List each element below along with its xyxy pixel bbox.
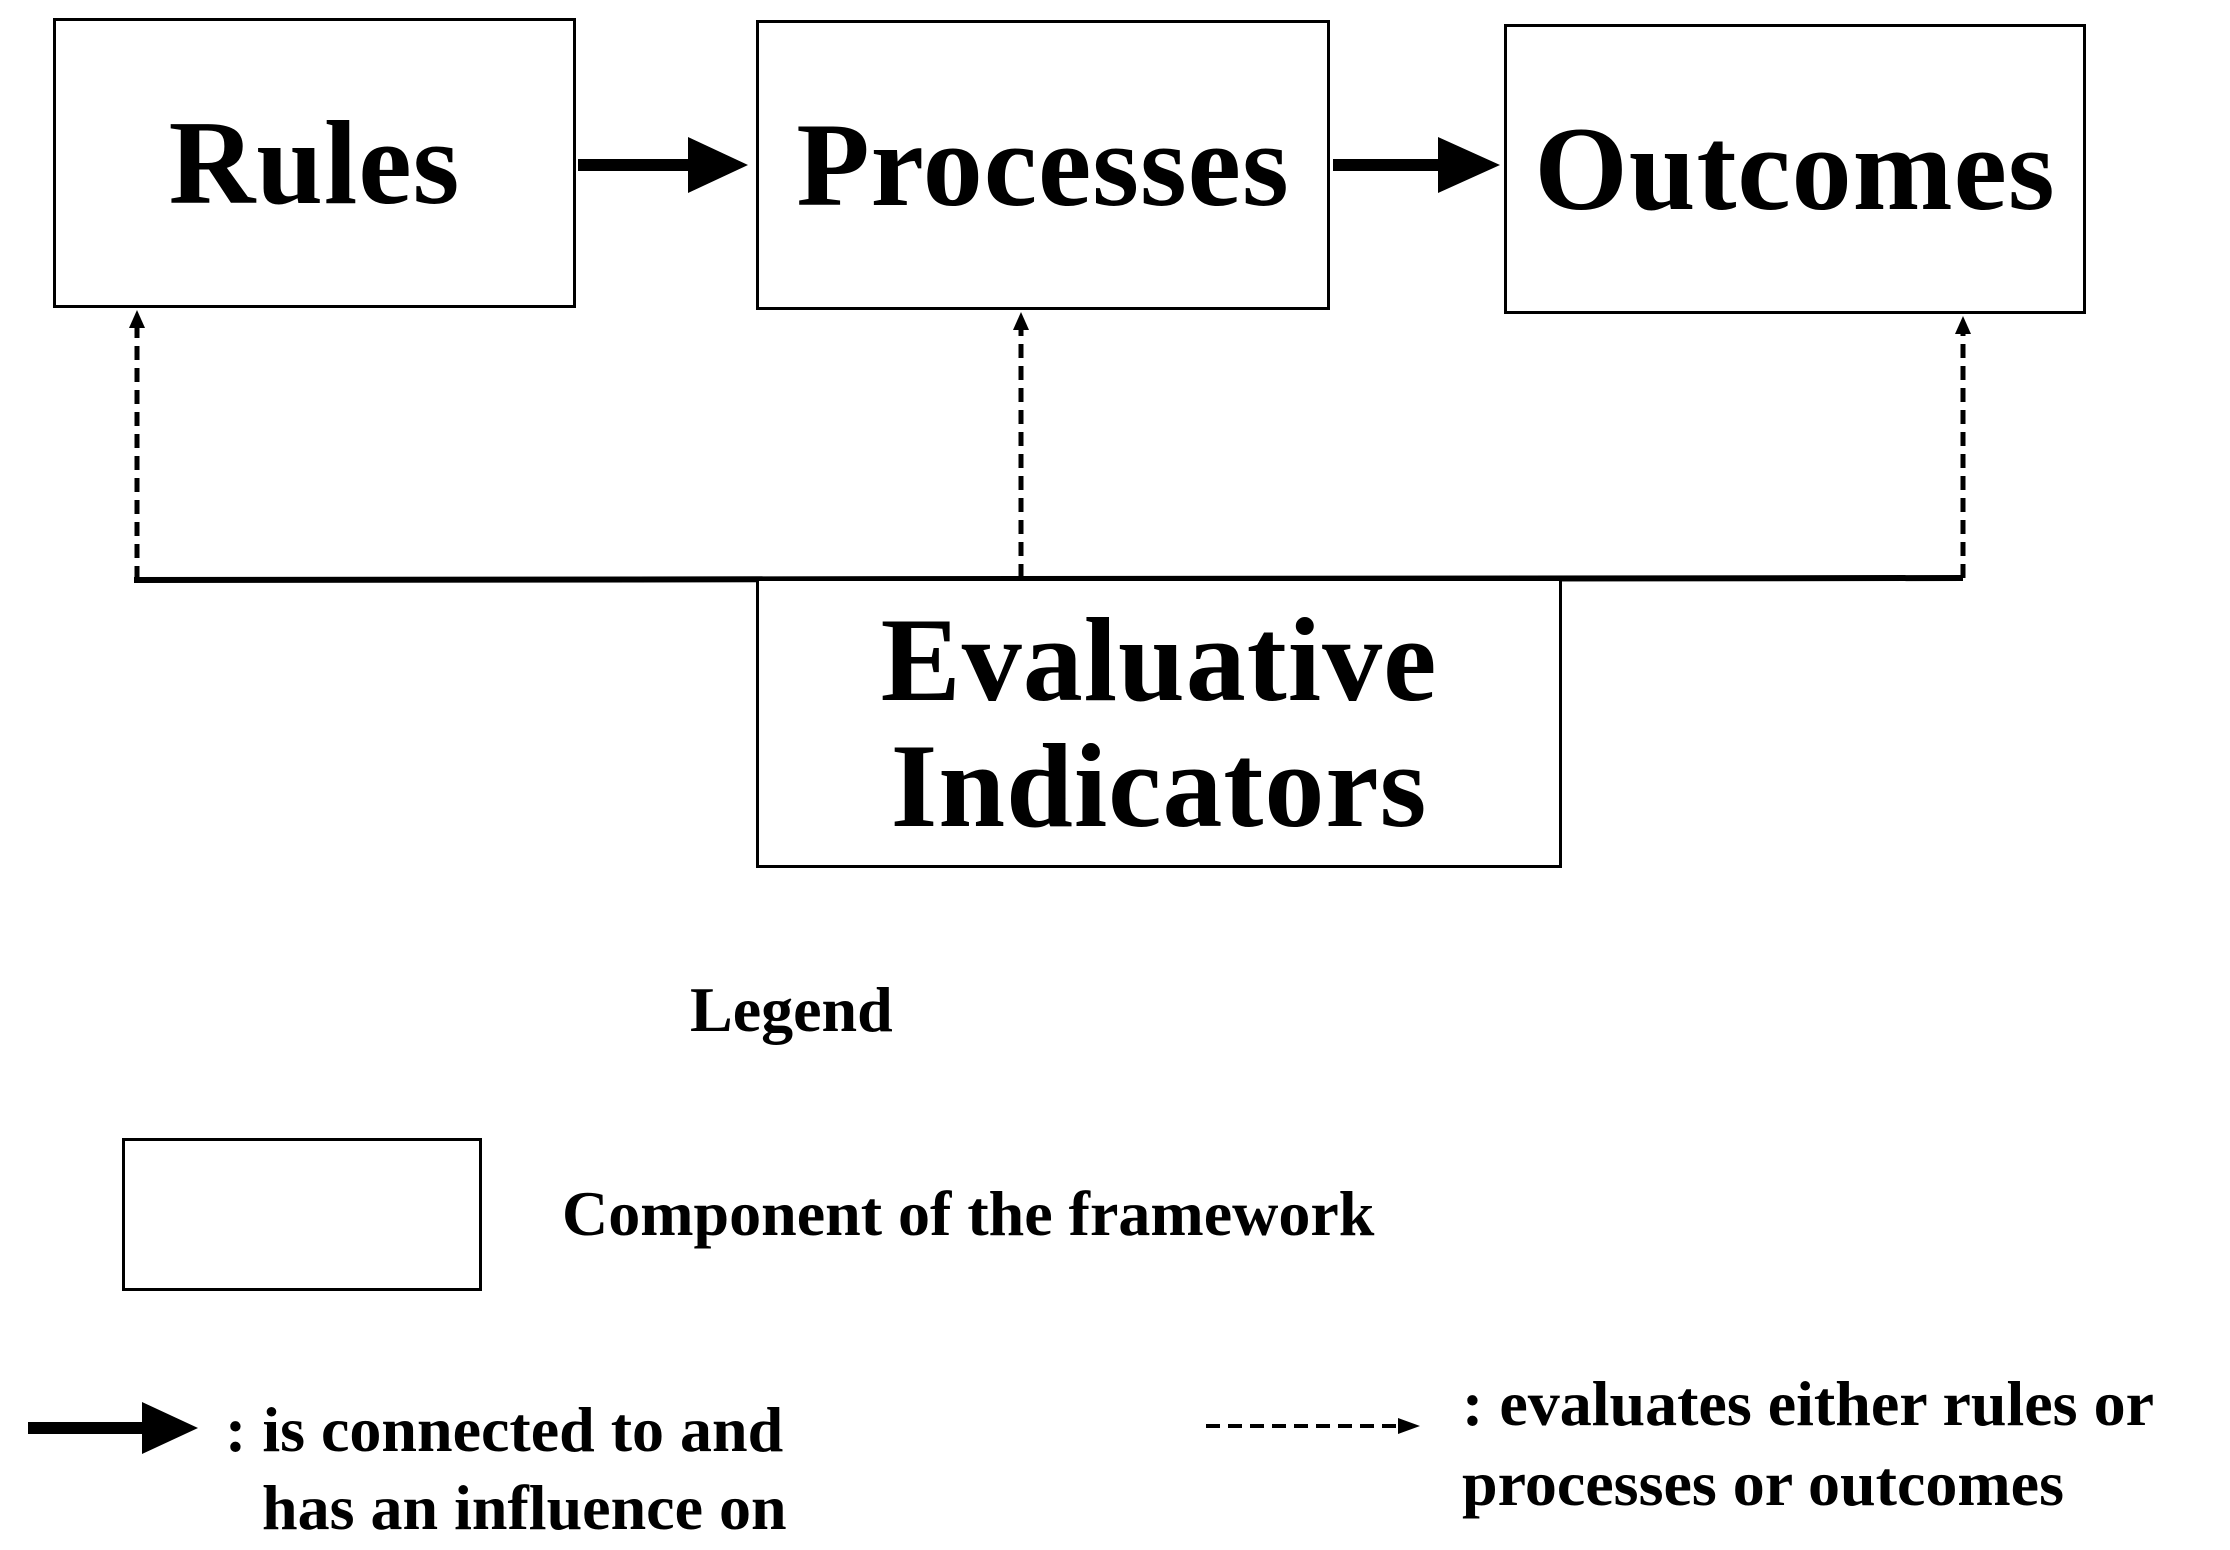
arrow-rules-to-processes [578, 137, 748, 193]
dashed-arrow-to-processes [1013, 312, 1029, 578]
legend-solid-arrow [28, 1402, 198, 1454]
node-evaluative-label-line1: Evaluative [880, 593, 1438, 726]
legend-component-label: Component of the framework [562, 1178, 1375, 1249]
node-evaluative-indicators: Evaluative Indicators [756, 578, 1562, 868]
legend-dashed-label-line2: processes or outcomes [1462, 1448, 2064, 1519]
node-rules: Rules [53, 18, 576, 308]
legend-title: Legend [690, 974, 893, 1045]
dashed-arrow-to-outcomes [1955, 316, 1971, 578]
node-processes: Processes [756, 20, 1330, 310]
node-outcomes-label: Outcomes [1534, 102, 2056, 235]
node-rules-label: Rules [168, 96, 461, 229]
node-processes-label: Processes [796, 98, 1290, 231]
legend-solid-label-line2: has an influence on [262, 1472, 787, 1543]
node-outcomes: Outcomes [1504, 24, 2086, 314]
dashed-arrow-to-rules [129, 310, 145, 580]
legend-component-box [122, 1138, 482, 1291]
legend-solid-label-line1: : is connected to and [225, 1394, 784, 1465]
node-evaluative-label-line2: Indicators [890, 719, 1428, 852]
legend-dashed-label-line1: : evaluates either rules or [1462, 1368, 2154, 1439]
arrow-processes-to-outcomes [1333, 137, 1500, 193]
legend-dashed-arrow [1206, 1418, 1420, 1434]
